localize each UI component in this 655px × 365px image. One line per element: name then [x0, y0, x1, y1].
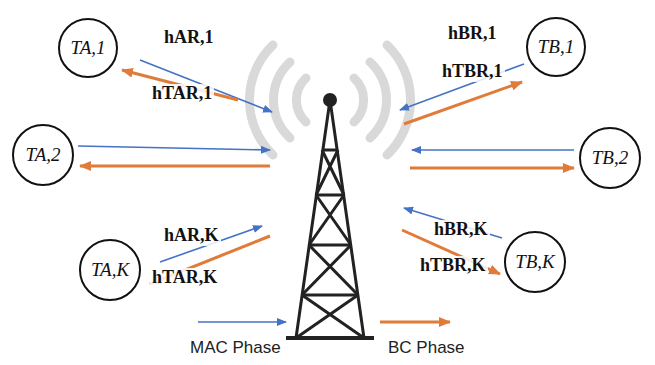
- tower-symbol: [286, 93, 374, 338]
- channel-label: hTAR,1: [150, 84, 214, 104]
- bc-arrows: [80, 70, 574, 284]
- terminal-circle: TB,1: [526, 17, 586, 77]
- terminal-circle: TA,2: [12, 124, 74, 186]
- legend-samples: [198, 322, 450, 323]
- legend-text: MAC Phase: [190, 338, 281, 358]
- terminal-name: TA,1: [70, 37, 105, 59]
- channel-label: hBR,K: [432, 220, 490, 240]
- terminal-name: TB,K: [515, 251, 555, 273]
- terminal-circle: TB,2: [579, 127, 641, 189]
- terminal-circle: TA,K: [79, 239, 141, 301]
- channel-label: hTBR,1: [440, 62, 505, 82]
- terminal-circle: TA,1: [58, 18, 118, 78]
- terminal-name: TB,2: [592, 147, 628, 169]
- terminal-circle: TB,K: [504, 231, 566, 293]
- channel-label: hTBR,K: [418, 256, 488, 276]
- channel-label: hAR,K: [162, 226, 221, 246]
- terminal-name: TB,1: [538, 36, 574, 58]
- channel-label: hAR,1: [162, 28, 216, 48]
- terminal-name: TA,K: [91, 259, 129, 281]
- mac-arrows: [78, 60, 574, 262]
- channel-label: hBR,1: [446, 24, 499, 44]
- legend-text: BC Phase: [388, 338, 465, 358]
- channel-label: hTAR,K: [150, 268, 219, 288]
- terminal-name: TA,2: [25, 144, 60, 166]
